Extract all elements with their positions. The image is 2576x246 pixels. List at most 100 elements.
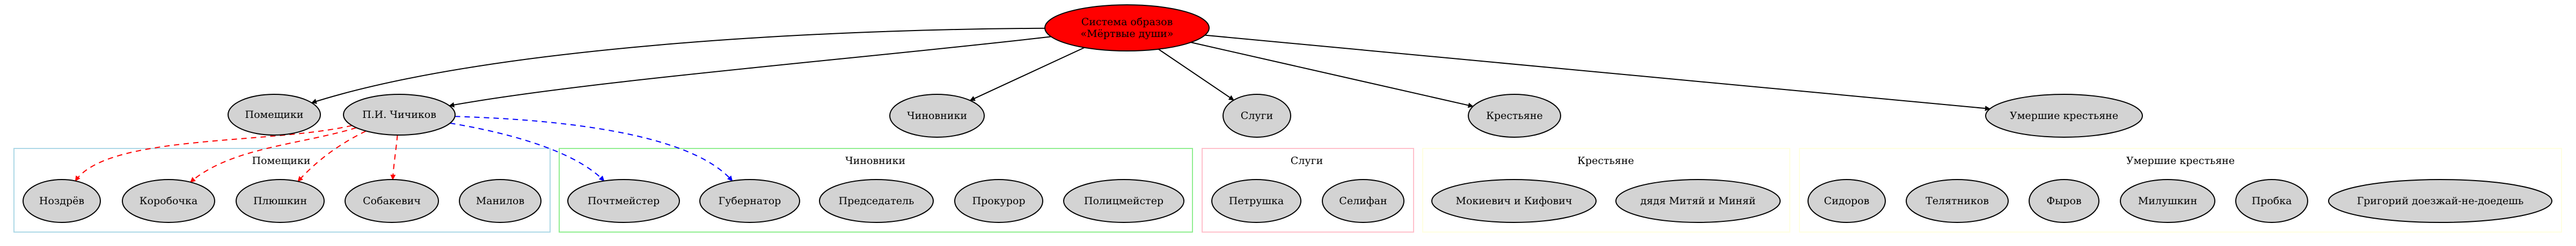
node-petrushka-label: Петрушка (1229, 195, 1284, 207)
node-plyushkin-label: Плюшкин (253, 195, 307, 207)
node-sobakevich-ellipse (345, 179, 439, 223)
node-pochtmeister[interactable]: Почтмейстер (567, 179, 680, 223)
edge-root-to-umershie (1205, 34, 1990, 111)
node-politsmeister[interactable]: Полицмейстер (1063, 179, 1184, 223)
node-mityai[interactable]: дядя Митяй и Миняй (1615, 179, 1781, 223)
edge-chichikov-to-plyushkin (297, 130, 367, 182)
node-probka-ellipse (2235, 179, 2308, 223)
node-probka-label: Пробка (2252, 195, 2292, 207)
node-prokuror-ellipse (954, 179, 1043, 223)
node-pomeshchiki-label: Помещики (245, 109, 304, 121)
node-chichikov[interactable]: П.И. Чичиков (343, 94, 456, 136)
node-chinovniki[interactable]: Чиновники (889, 94, 985, 138)
node-prokuror-label: Прокурор (972, 195, 1026, 207)
node-pomeshchiki[interactable]: Помещики (228, 94, 321, 136)
cluster-slugi-box (1202, 148, 1414, 233)
node-krestyane[interactable]: Крестьяне (1468, 94, 1561, 138)
root-node[interactable]: Система образов «Мёртвые души» (1044, 4, 1210, 51)
cluster-umershie-label: Умершие крестьяне (2126, 155, 2235, 167)
node-fyrov-label: Фыров (2046, 195, 2081, 207)
cluster-slugi: Слуги (1202, 148, 1414, 233)
node-predsedatel-label: Председатель (839, 195, 914, 207)
node-plyushkin-ellipse (236, 179, 325, 223)
node-umershie-ellipse (1985, 94, 2143, 138)
node-pochtmeister-ellipse (567, 179, 680, 223)
node-manilov[interactable]: Манилов (459, 179, 541, 223)
nodes-layer: Система образов «Мёртвые души» Ноздрёв Ко… (23, 4, 2552, 223)
node-predsedatel-ellipse (819, 179, 934, 223)
cluster-umershie: Умершие крестьяне (1799, 148, 2562, 233)
node-sidorov-ellipse (1807, 179, 1886, 223)
node-sobakevich-label: Собакевич (363, 195, 421, 207)
node-mokievich[interactable]: Мокиевич и Кифович (1431, 179, 1597, 223)
node-korobochka-ellipse (122, 179, 215, 223)
root-ellipse (1044, 4, 1210, 51)
node-grigoriy[interactable]: Григорий доезжай-не-доедешь (2328, 179, 2552, 223)
edge-root-to-slugi (1158, 48, 1234, 101)
node-pochtmeister-label: Почтмейстер (588, 195, 660, 207)
node-slugi[interactable]: Слуги (1223, 94, 1291, 138)
cluster-chinovniki-label: Чиновники (845, 155, 905, 167)
node-selifan-label: Селифан (1339, 195, 1387, 207)
node-nozdrev-label: Ноздрёв (39, 195, 84, 207)
edge-chichikov-to-nozdrev (75, 125, 353, 182)
clusters-layer: Помещики Чиновники Слуги Крестьяне Умершие к… (13, 148, 2562, 233)
cluster-krestyane: Крестьяне (1422, 148, 1790, 233)
root-label-line-1: Система образов (1081, 16, 1173, 28)
node-umershie[interactable]: Умершие крестьяне (1985, 94, 2143, 138)
node-manilov-label: Манилов (476, 195, 524, 207)
node-mityai-ellipse (1615, 179, 1781, 223)
node-politsmeister-label: Полицмейстер (1084, 195, 1163, 207)
node-politsmeister-ellipse (1063, 179, 1184, 223)
node-chichikov-label: П.И. Чичиков (362, 109, 436, 121)
cluster-krestyane-label: Крестьяне (1577, 155, 1634, 167)
root-label-line-2: «Мёртвые души» (1081, 28, 1174, 40)
node-prokuror[interactable]: Прокурор (954, 179, 1043, 223)
node-chinovniki-label: Чиновники (907, 110, 967, 122)
edge-root-to-pomeshchiki (311, 27, 1045, 104)
node-chinovniki-ellipse (889, 94, 985, 138)
node-selifan[interactable]: Селифан (1322, 179, 1404, 223)
node-petrushka[interactable]: Петрушка (1211, 179, 1301, 223)
cluster-umershie-box (1799, 148, 2562, 233)
node-grigoriy-ellipse (2328, 179, 2552, 223)
node-telyatnikov[interactable]: Телятников (1906, 179, 2009, 223)
node-telyatnikov-ellipse (1906, 179, 2009, 223)
cluster-chinovniki: Чиновники (559, 148, 1193, 233)
node-grigoriy-label: Григорий доезжай-не-доедешь (2357, 195, 2524, 207)
node-milushkin-ellipse (2120, 179, 2215, 223)
node-slugi-label: Слуги (1241, 110, 1273, 122)
node-plyushkin[interactable]: Плюшкин (236, 179, 325, 223)
node-sidorov-label: Сидоров (1824, 195, 1870, 207)
node-nozdrev[interactable]: Ноздрёв (23, 179, 101, 223)
edge-root-to-krestyane (1190, 42, 1474, 108)
node-fyrov[interactable]: Фыров (2029, 179, 2099, 223)
node-slugi-ellipse (1223, 94, 1291, 138)
node-sobakevich[interactable]: Собакевич (345, 179, 439, 223)
edge-root-to-chinovniki (969, 47, 1085, 101)
node-predsedatel[interactable]: Председатель (819, 179, 934, 223)
node-korobochka[interactable]: Коробочка (122, 179, 215, 223)
node-mityai-label: дядя Митяй и Миняй (1641, 195, 1756, 207)
node-korobochka-label: Коробочка (140, 195, 197, 207)
cluster-slugi-label: Слуги (1291, 155, 1323, 167)
node-telyatnikov-label: Телятников (1926, 195, 1989, 207)
node-selifan-ellipse (1322, 179, 1404, 223)
node-sidorov[interactable]: Сидоров (1807, 179, 1886, 223)
edge-root-to-chichikov (449, 36, 1051, 108)
node-pomeshchiki-ellipse (228, 94, 321, 136)
node-mokievich-label: Мокиевич и Кифович (1456, 195, 1572, 207)
node-krestyane-ellipse (1468, 94, 1561, 138)
node-krestyane-label: Крестьяне (1486, 110, 1543, 122)
node-gubernator[interactable]: Губернатор (699, 179, 800, 223)
edge-chichikov-to-sobakevich (390, 135, 398, 181)
node-milushkin[interactable]: Милушкин (2120, 179, 2215, 223)
node-gubernator-label: Губернатор (719, 195, 781, 207)
node-probka[interactable]: Пробка (2235, 179, 2308, 223)
node-umershie-label: Умершие крестьяне (2010, 110, 2118, 122)
edges-layer (75, 27, 1990, 183)
node-milushkin-label: Милушкин (2138, 195, 2197, 207)
cluster-pomeshchiki-box (13, 148, 551, 233)
cluster-pomeshchiki: Помещики (13, 148, 551, 233)
